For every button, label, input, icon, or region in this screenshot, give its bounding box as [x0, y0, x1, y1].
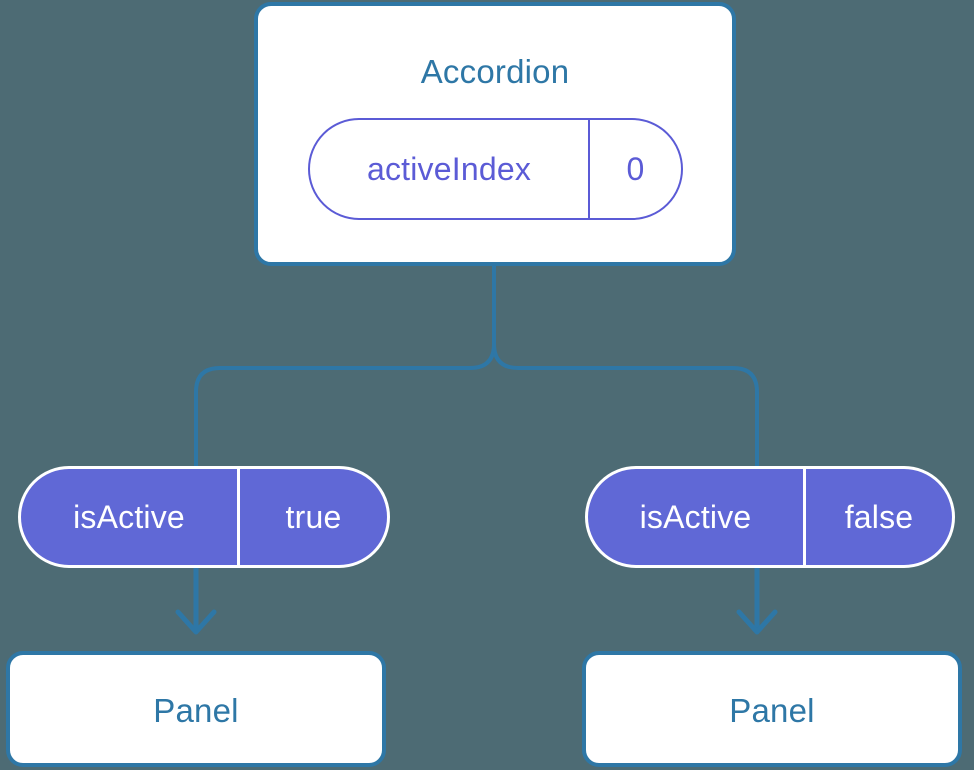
state-badge-isactive-right-value: false	[803, 469, 952, 565]
panel-right-title: Panel	[729, 692, 815, 729]
state-badge-isactive-left[interactable]: isActive true	[18, 466, 390, 568]
state-badge-isactive-right[interactable]: isActive false	[585, 466, 955, 568]
panel-left-title: Panel	[153, 692, 239, 729]
node-panel-left[interactable]: Panel	[6, 651, 386, 767]
state-badge-activeindex[interactable]: activeIndex 0	[308, 118, 683, 220]
edge-root-split	[194, 264, 496, 472]
arrow-left-to-panel	[175, 565, 217, 635]
edge-root-split-right	[492, 264, 759, 472]
accordion-title: Accordion	[420, 53, 570, 90]
state-badge-activeindex-value: 0	[588, 120, 681, 218]
state-badge-isactive-right-key: isActive	[639, 498, 752, 535]
state-badge-isactive-left-value: true	[237, 469, 387, 565]
arrow-right-to-panel	[736, 565, 778, 635]
node-panel-right[interactable]: Panel	[582, 651, 962, 767]
state-badge-isactive-left-key: isActive	[73, 498, 185, 535]
state-badge-activeindex-key: activeIndex	[366, 150, 532, 187]
